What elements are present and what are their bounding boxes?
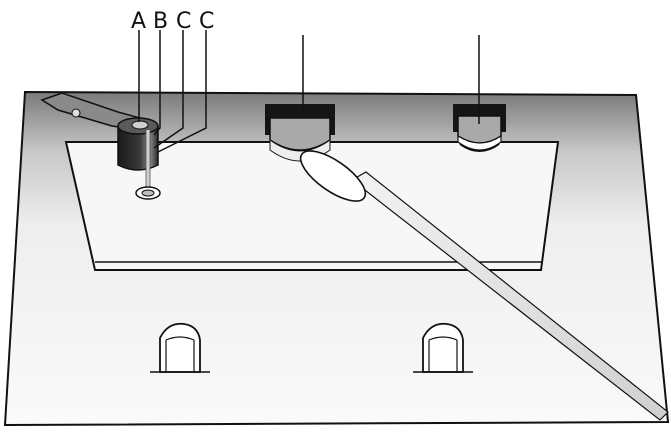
cylinder-assembly: [117, 117, 159, 188]
callout-leaders: [138, 30, 207, 153]
label-a: A: [131, 9, 146, 34]
label-c2: C: [199, 9, 214, 34]
label-c1: C: [176, 9, 191, 34]
bumper-left: [150, 322, 210, 373]
cotton-swab: [299, 150, 669, 421]
base-grommet: [135, 186, 161, 200]
center-port: [265, 104, 335, 162]
right-port: [453, 104, 506, 152]
bumper-right: [413, 322, 473, 373]
label-b: B: [153, 9, 168, 34]
